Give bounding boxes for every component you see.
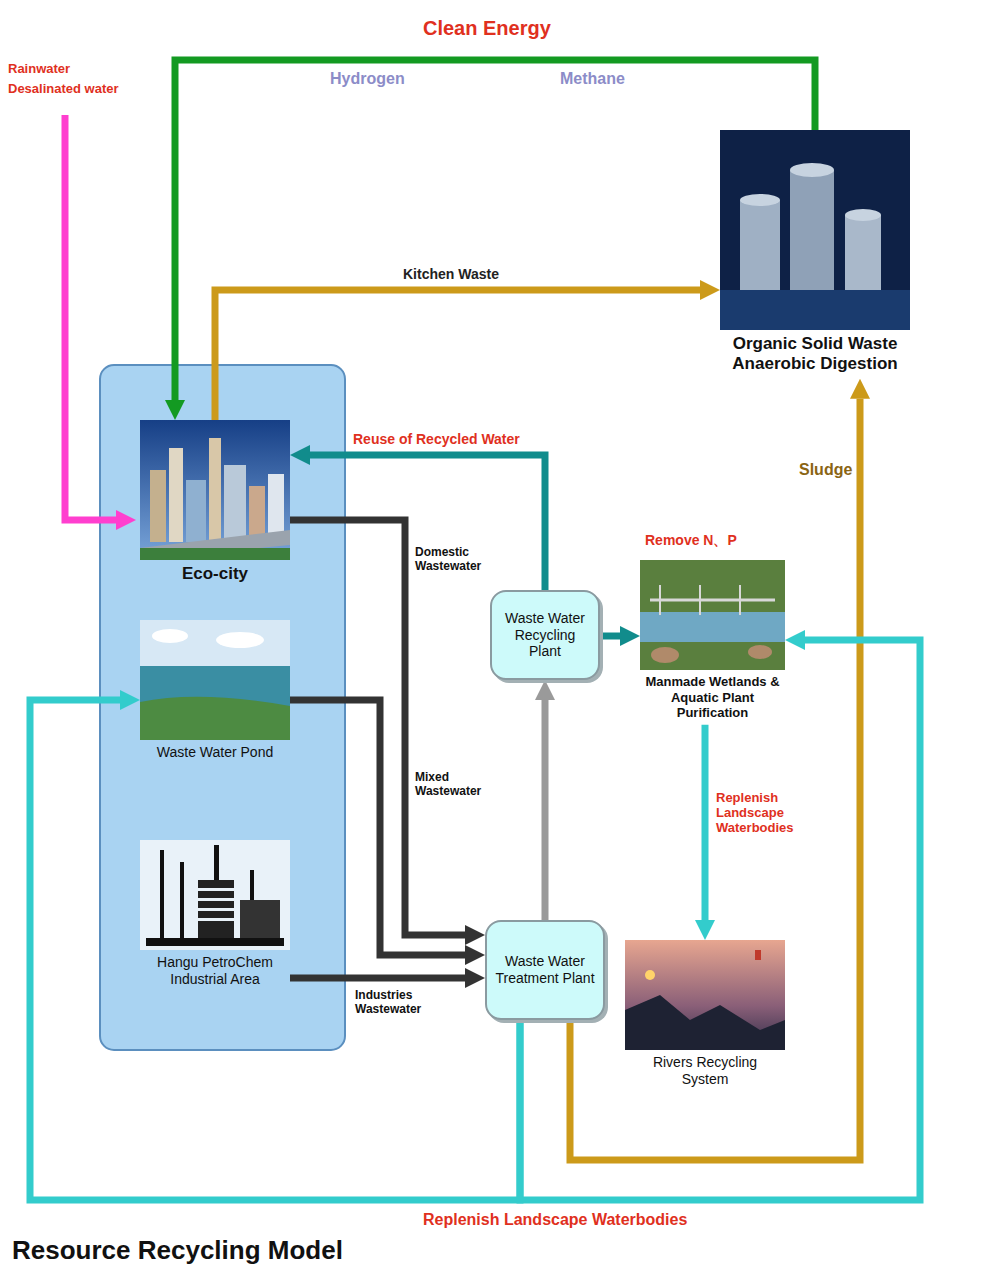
- digester-picture: [720, 130, 910, 330]
- eco-city-picture: [140, 530, 290, 560]
- digester-picture: [720, 290, 910, 330]
- edge-label: Replenish Landscape Waterbodies: [420, 1210, 760, 1230]
- eco-city-picture: [140, 420, 290, 560]
- flow-arrow: [542, 700, 549, 920]
- diagram-title: Resource Recycling Model: [12, 1236, 343, 1266]
- pond-picture: [216, 632, 264, 648]
- node-label: Waste Water Recycling Plant: [498, 610, 592, 660]
- flow-arrow: [600, 633, 620, 640]
- pond-picture: [140, 620, 290, 668]
- refinery-picture: [140, 840, 290, 950]
- digester-picture: [790, 170, 834, 290]
- rainwater-inlet-line: [65, 115, 116, 520]
- node-label: Hangu PetroChem Industrial Area: [143, 954, 287, 988]
- eco-city-picture: [140, 420, 290, 560]
- eco-city-picture: [186, 480, 206, 542]
- refinery-picture: [198, 918, 234, 921]
- wetland-picture: [651, 647, 679, 663]
- wetland-node: Manmade Wetlands & Aquatic Plant Purific…: [640, 560, 785, 725]
- flow-arrow: [175, 60, 815, 400]
- edge-label: Clean Energy: [420, 16, 620, 41]
- digester-picture: [845, 209, 881, 221]
- wetland-picture: [739, 585, 741, 615]
- flow-arrow: [290, 700, 465, 955]
- node-label: Rivers Recycling System: [628, 1054, 782, 1088]
- digester-picture: [720, 130, 910, 330]
- refinery-picture: [198, 898, 234, 901]
- edge-label: Domestic Wastewater: [412, 545, 488, 575]
- node-label: Waste Water Treatment Plant: [493, 953, 597, 987]
- pond-picture: [140, 697, 290, 740]
- refinery-picture: [198, 880, 234, 945]
- digester-picture: [740, 194, 780, 206]
- edge-label: Kitchen Waste: [400, 265, 540, 283]
- source-label: Desalinated water: [8, 82, 119, 97]
- pond-node: Waste Water Pond: [140, 620, 290, 765]
- flow-arrow: [30, 700, 520, 1200]
- edge-label: Mixed Wastewater: [412, 770, 488, 800]
- wetland-picture: [659, 585, 661, 615]
- industry-node: Hangu PetroChem Industrial Area: [140, 840, 290, 992]
- refinery-picture: [198, 908, 234, 911]
- refinery-picture: [180, 862, 184, 945]
- eco-city-picture: [150, 470, 166, 542]
- flow-arrow: [290, 975, 465, 982]
- eco-city-picture: [209, 438, 221, 542]
- river-picture: [625, 940, 785, 1050]
- digester-picture: [740, 200, 780, 290]
- process-box: Waste Water Treatment Plant: [485, 920, 605, 1020]
- process-note: Remove N、P: [645, 532, 737, 548]
- river-picture: [625, 940, 785, 1050]
- gas-label: Hydrogen: [330, 70, 405, 88]
- river-picture: [755, 950, 761, 960]
- refinery-picture: [198, 888, 234, 891]
- node-label: Organic Solid Waste Anaerobic Digestion: [723, 334, 907, 375]
- process-box: Waste Water Recycling Plant: [490, 590, 600, 680]
- edge-label: Sludge: [796, 460, 856, 480]
- eco-city-picture: [140, 548, 290, 560]
- refinery-picture: [146, 938, 284, 946]
- eco-city-picture: [169, 448, 183, 542]
- digester-picture: [845, 215, 881, 290]
- node-label: Waste Water Pond: [143, 744, 287, 761]
- pond-picture: [140, 620, 290, 740]
- river-node: Rivers Recycling System: [625, 940, 785, 1092]
- digester-node: Organic Solid Waste Anaerobic Digestion: [720, 130, 910, 379]
- refinery-picture: [160, 850, 164, 945]
- wetland-picture: [640, 560, 785, 670]
- digester-picture: [790, 163, 834, 177]
- flow-arrow: [702, 725, 709, 920]
- gas-label: Methane: [560, 70, 625, 88]
- eco-city-picture: [224, 465, 246, 542]
- edge-label: Replenish Landscape Waterbodies: [713, 790, 805, 837]
- refinery-picture: [140, 840, 290, 950]
- edge-label: Reuse of Recycled Water: [350, 430, 535, 448]
- city-panel: [100, 365, 345, 1050]
- river-picture: [625, 995, 785, 1050]
- wetland-picture: [650, 599, 775, 602]
- wetland-picture: [640, 612, 785, 642]
- edge-label: Industries Wastewater: [352, 988, 472, 1018]
- flow-arrow: [310, 455, 545, 590]
- city-panel: [100, 365, 345, 1050]
- node-label: Eco-city: [143, 564, 287, 584]
- river-picture: [645, 970, 655, 980]
- flow-arrow: [570, 399, 860, 1160]
- rainwater-inlet-line: [65, 115, 116, 520]
- wetland-picture: [640, 560, 785, 670]
- node-label: Manmade Wetlands & Aquatic Plant Purific…: [643, 674, 782, 721]
- pond-picture: [152, 629, 188, 643]
- source-label: Rainwater: [8, 62, 70, 77]
- wetland-picture: [748, 645, 772, 659]
- wetland-picture: [699, 585, 701, 615]
- flow-arrow: [215, 290, 700, 420]
- city-node: Eco-city: [140, 420, 290, 588]
